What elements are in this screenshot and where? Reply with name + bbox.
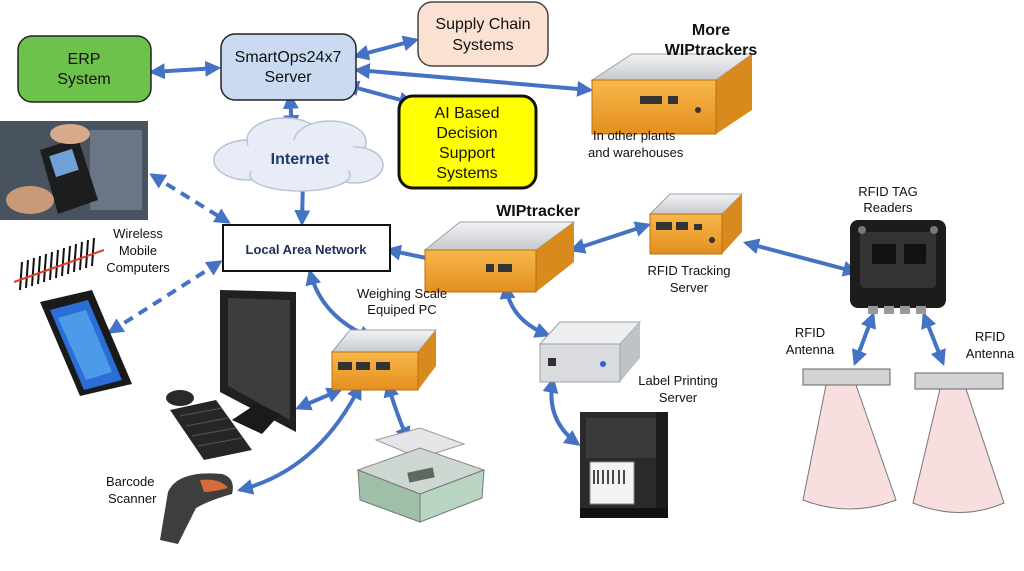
smartops-server-node: SmartOps24x7 Server — [220, 33, 357, 101]
label-printing-label-line2: Server — [659, 390, 698, 405]
supply-label-line1: Supply Chain — [435, 16, 530, 33]
arrow-wiptracker-label-server — [499, 282, 551, 338]
erp-system-node: ERP System — [17, 35, 152, 103]
other-plants-label-line1: In other plants — [593, 128, 676, 143]
arrow-wiptracker-rfid-server — [568, 221, 652, 254]
wiptracker-label: WIPtracker — [496, 203, 580, 220]
wireless-label-line3: Computers — [106, 260, 170, 275]
antenna2-label-line2: Antenna — [966, 346, 1015, 361]
other-plants-label-line2: and warehouses — [588, 145, 684, 160]
rfid-reader-device — [850, 220, 946, 314]
antenna2-label-line1: RFID — [975, 329, 1005, 344]
label-printer-device — [580, 412, 668, 518]
rfid-tracking-server-device — [648, 193, 744, 255]
lan-label: Local Area Network — [246, 242, 368, 257]
barcode-label-line2: Scanner — [108, 491, 157, 506]
server-label-line2: Server — [264, 69, 312, 86]
erp-label-line1: ERP — [68, 51, 101, 68]
wiptracker-device — [423, 221, 576, 293]
rfid-tracking-label-line2: Server — [670, 280, 709, 295]
erp-label-line2: System — [57, 71, 110, 88]
lan-node: Local Area Network — [222, 224, 391, 272]
wireless-label-line1: Wireless — [113, 226, 163, 241]
barcode-scanner-device — [160, 473, 233, 544]
rfid-antenna-1 — [802, 368, 897, 510]
antenna1-label-line1: RFID — [795, 325, 825, 340]
arrow-label-server-printer — [542, 376, 581, 446]
arrow-rfid-server-readers — [742, 238, 860, 277]
server-label-line1: SmartOps24x7 — [235, 49, 342, 66]
supply-label-line2: Systems — [452, 37, 513, 54]
smartphone-device — [40, 290, 132, 396]
more-wiptrackers-device — [590, 53, 754, 135]
weighing-pc-label-line2: Equiped PC — [367, 302, 436, 317]
more-wiptrackers-label-line2: WIPtrackers — [665, 42, 758, 59]
wireless-label-line2: Mobile — [119, 243, 157, 258]
arrow-handheld-lan — [149, 173, 231, 224]
arrow-server-supply — [352, 35, 420, 61]
arrow-pc-barcode — [236, 383, 362, 495]
internet-label: Internet — [271, 151, 330, 168]
ai-label-line2: Decision — [436, 125, 497, 142]
rfid-readers-label-line2: Readers — [863, 200, 913, 215]
handheld-computer-photo — [0, 121, 148, 220]
arrow-phone-lan — [107, 260, 223, 334]
barcode-laser-icon — [13, 237, 105, 291]
antenna1-label-line2: Antenna — [786, 342, 835, 357]
arrow-server-more-wip — [353, 63, 594, 97]
rfid-tracking-label-line1: RFID Tracking — [647, 263, 730, 278]
ai-label-line3: Support — [439, 145, 496, 162]
rfid-antenna-2 — [912, 372, 1005, 513]
mouse-device — [166, 390, 194, 406]
arrow-server-ai — [342, 80, 416, 108]
arrow-pc-monitor — [295, 387, 343, 411]
supply-chain-node: Supply Chain Systems — [417, 1, 549, 67]
more-wiptrackers-label-line1: More — [692, 22, 730, 39]
label-printing-label-line1: Label Printing — [638, 373, 718, 388]
label-printing-server-device — [538, 321, 642, 383]
arrow-erp-server — [148, 60, 222, 80]
ai-label-line4: Systems — [436, 165, 497, 182]
ai-decision-node: AI Based Decision Support Systems — [397, 94, 538, 190]
monitor-device — [220, 290, 296, 434]
weighing-pc-label-line1: Weighing Scale — [357, 286, 447, 301]
arrow-lan-weighing-pc — [305, 268, 375, 341]
weighing-scale-device — [356, 427, 486, 523]
keyboard-device — [170, 400, 252, 460]
arrow-reader-antenna2 — [921, 312, 946, 366]
rfid-readers-label-line1: RFID TAG — [858, 184, 917, 199]
internet-cloud: Internet — [213, 117, 384, 192]
barcode-label-line1: Barcode — [106, 474, 154, 489]
arrow-reader-antenna1 — [852, 312, 876, 366]
weighing-pc-device — [330, 329, 438, 391]
ai-label-line1: AI Based — [435, 105, 500, 122]
